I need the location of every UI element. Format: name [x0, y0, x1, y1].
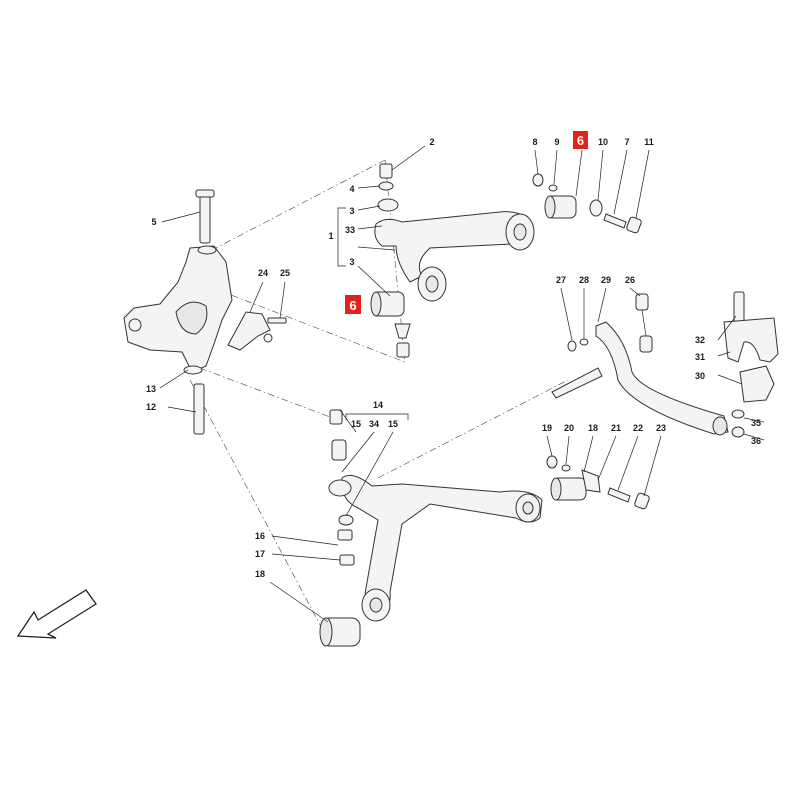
part-number[interactable]: 5 — [151, 217, 156, 227]
part-number[interactable]: 36 — [751, 436, 761, 446]
highlight-badge — [573, 131, 588, 149]
callout-label: 6 — [577, 133, 584, 148]
part-number[interactable]: 3 — [349, 206, 354, 216]
arrow-icon — [16, 589, 97, 639]
part-number[interactable]: 3 — [349, 257, 354, 267]
upper-wishbone — [374, 163, 535, 302]
brake-hose-bracket — [227, 311, 287, 351]
anti-roll-bar — [551, 293, 729, 436]
part-number[interactable]: 1 — [328, 231, 333, 241]
part-number[interactable]: 14 — [373, 400, 383, 410]
part-number[interactable]: 30 — [695, 371, 705, 381]
part-number[interactable]: 4 — [349, 184, 354, 194]
part-number[interactable]: 2 — [429, 137, 434, 147]
part-number[interactable]: 32 — [695, 335, 705, 345]
part-number[interactable]: 25 — [280, 268, 290, 278]
part-number[interactable]: 21 — [611, 423, 621, 433]
part-number[interactable]: 34 — [369, 419, 379, 429]
part-number[interactable]: 31 — [695, 352, 705, 362]
highlight-badge — [345, 295, 361, 314]
part-number[interactable]: 13 — [146, 384, 156, 394]
stabilizer-mount — [723, 291, 779, 438]
part-number[interactable]: 20 — [564, 423, 574, 433]
part-number[interactable]: 22 — [633, 423, 643, 433]
part-number[interactable]: 33 — [345, 225, 355, 235]
part-number[interactable]: 15 — [388, 419, 398, 429]
part-number[interactable]: 7 — [624, 137, 629, 147]
part-number[interactable]: 29 — [601, 275, 611, 285]
upper-bushing-right — [532, 173, 642, 234]
callout-6-upper-right[interactable]: 6 — [573, 131, 588, 149]
leader-lines — [159, 145, 765, 623]
part-number[interactable]: 12 — [146, 402, 156, 412]
part-number[interactable]: 28 — [579, 275, 589, 285]
lower-wishbone — [328, 409, 543, 622]
lower-bushing-front — [319, 617, 361, 647]
part-number[interactable]: 15 — [351, 419, 361, 429]
callout-label: 6 — [349, 298, 356, 313]
part-number[interactable]: 18 — [255, 569, 265, 579]
upper-bushing-left — [370, 291, 411, 358]
part-number[interactable]: 18 — [588, 423, 598, 433]
part-number[interactable]: 35 — [751, 418, 761, 428]
callout-6-upper-left[interactable]: 6 — [345, 295, 361, 314]
part-number[interactable]: 8 — [532, 137, 537, 147]
part-number[interactable]: 9 — [554, 137, 559, 147]
lower-bushing-rear — [546, 455, 650, 510]
part-number[interactable]: 11 — [644, 137, 654, 147]
part-number[interactable]: 26 — [625, 275, 635, 285]
part-numbers: 2 4 3 33 1 3 5 24 25 13 12 8 9 10 7 11 2… — [146, 137, 761, 579]
part-number[interactable]: 19 — [542, 423, 552, 433]
part-number[interactable]: 10 — [598, 137, 608, 147]
part-number[interactable]: 23 — [656, 423, 666, 433]
part-number[interactable]: 16 — [255, 531, 265, 541]
part-number[interactable]: 17 — [255, 549, 265, 559]
alignment-lines — [189, 159, 569, 641]
part-number[interactable]: 27 — [556, 275, 566, 285]
part-number[interactable]: 24 — [258, 268, 268, 278]
steering-knuckle — [123, 189, 233, 435]
